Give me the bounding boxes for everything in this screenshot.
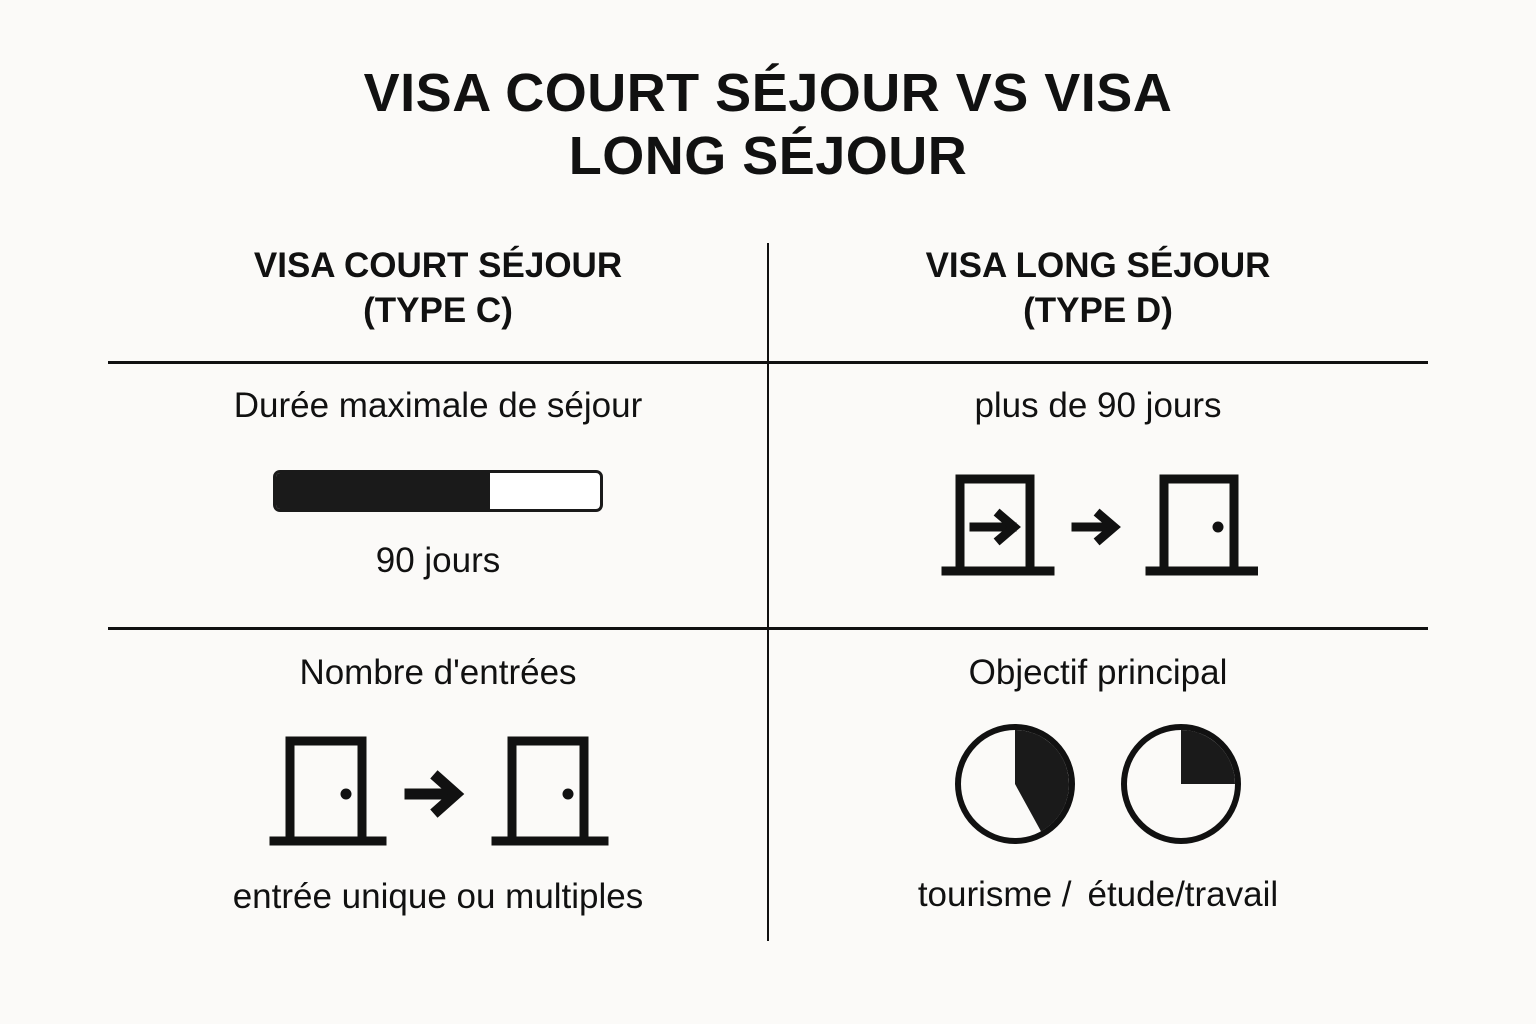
objectif-principal-captions: tourisme / étude/travail [918, 874, 1278, 916]
cell-nombre-entrees: Nombre d'entrées [108, 652, 768, 918]
page-title-line-2: LONG SÉJOUR [568, 126, 968, 187]
cell-objectif-caption-etude-travail: étude/travail [1087, 875, 1279, 914]
cell-objectif-principal-label: Objectif principal [968, 653, 1228, 692]
cell-nombre-entrees-caption: entrée unique ou multiples [232, 877, 644, 916]
door-knob-dot [1212, 521, 1224, 533]
column-heading-long-sejour-line-1: VISA LONG SÉJOUR [925, 246, 1271, 285]
cell-objectif-caption-tourisme: tourisme / [917, 875, 1072, 914]
column-heading-court-sejour-line-1: VISA COURT SÉJOUR [253, 246, 623, 285]
pie-chart-tourisme-icon [951, 720, 1079, 848]
door-with-knob-icon [1134, 457, 1258, 581]
column-heading-long-sejour-line-2: (TYPE D) [1023, 290, 1173, 330]
door-knob-dot [340, 788, 352, 800]
progress-bar-icon [273, 470, 603, 512]
pie-chart-etude-travail-icon [1117, 720, 1245, 848]
page-title-line-1: VISA COURT SÉJOUR VS VISA [363, 63, 1173, 123]
door-with-arrow-icon [938, 457, 1062, 581]
cell-objectif-principal: Objectif principal tourisme / étude/trav… [768, 652, 1428, 916]
column-heading-long-sejour: VISA LONG SÉJOUR (TYPE D) [768, 244, 1428, 334]
two-doors-arrow-icon-bottom [266, 722, 610, 852]
column-heading-court-sejour: VISA COURT SÉJOUR (TYPE C) [108, 244, 768, 334]
cell-plus-de-90-jours-label: plus de 90 jours [974, 386, 1222, 425]
progress-bar-fill [276, 473, 490, 509]
two-pie-charts-icon [951, 720, 1245, 848]
cell-duree-maximale: Durée maximale de séjour 90 jours [108, 385, 768, 582]
arrow-right-icon [1070, 457, 1126, 581]
divider-vertical-center [767, 243, 769, 941]
door-knob-dot [562, 788, 574, 800]
door-with-knob-icon-first [266, 722, 392, 852]
arrow-right-icon [402, 722, 474, 852]
cell-nombre-entrees-label: Nombre d'entrées [299, 653, 577, 692]
door-with-knob-icon-second [484, 722, 610, 852]
column-heading-court-sejour-line-2: (TYPE C) [363, 290, 513, 330]
page-title: VISA COURT SÉJOUR VS VISA LONG SÉJOUR [0, 62, 1536, 188]
cell-duree-maximale-caption: 90 jours [375, 541, 501, 580]
cell-duree-maximale-label: Durée maximale de séjour [233, 386, 643, 425]
cell-plus-de-90-jours: plus de 90 jours [768, 385, 1428, 581]
two-doors-arrow-icon-top [938, 457, 1258, 581]
